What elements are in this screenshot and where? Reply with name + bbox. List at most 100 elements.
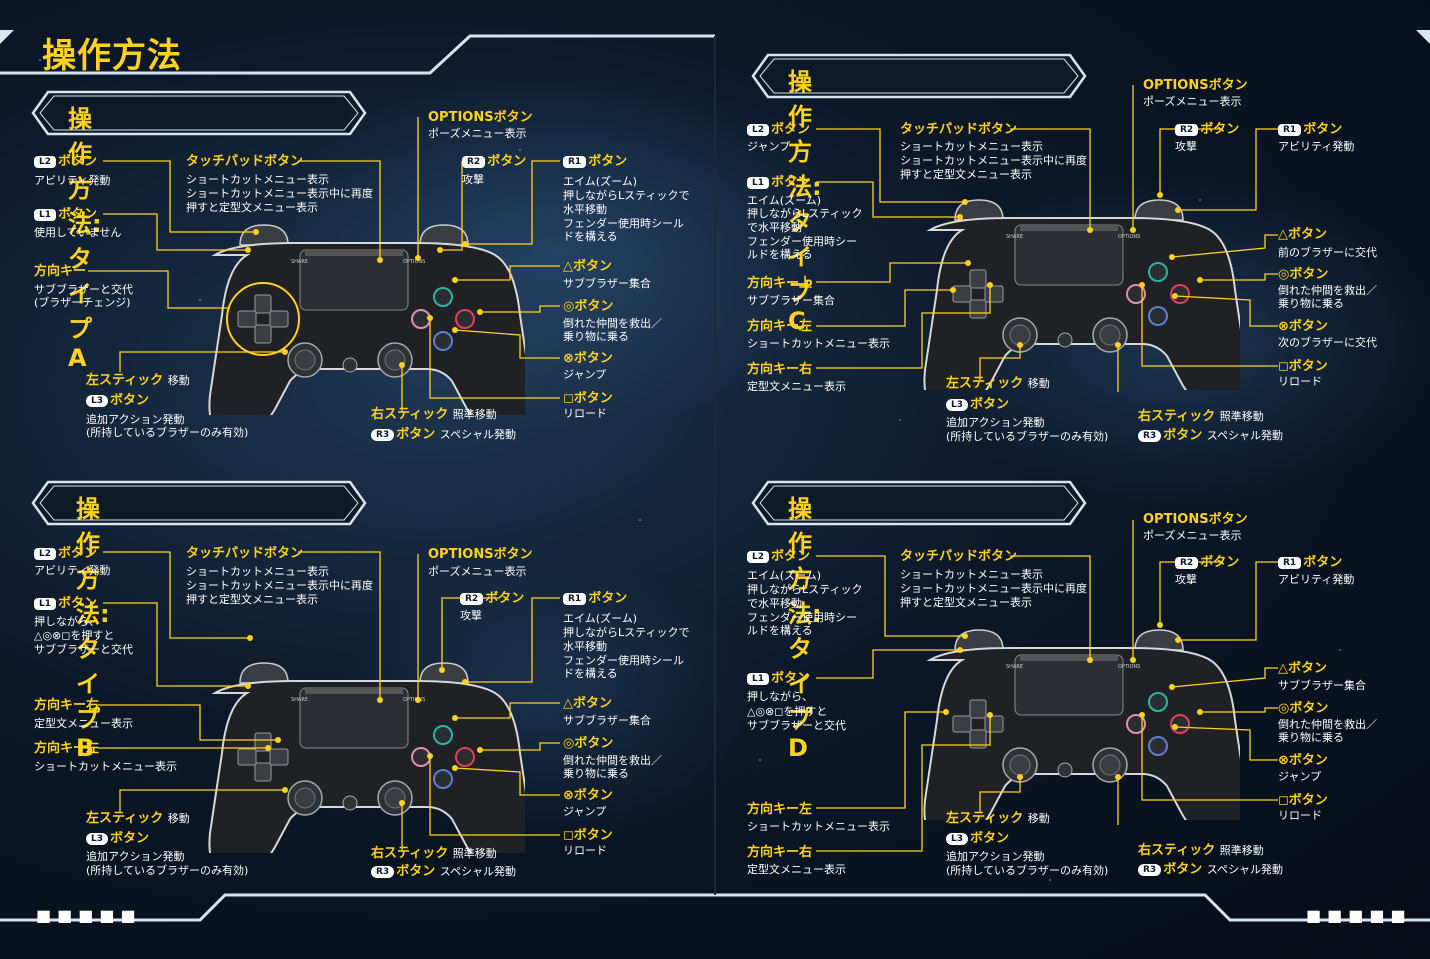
c-options-label: OPTIONSボタン (1143, 78, 1248, 93)
a-rstick-label: 右スティック 照準移動 (371, 407, 497, 422)
b-circle-label: ◎ボタン (563, 736, 614, 751)
d-r1-desc: アビリティ発動 (1278, 573, 1355, 586)
b-touchpad-desc2: ショートカットメニュー表示中に再度 (186, 579, 373, 592)
a-touchpad-desc3: 押すと定型文メニュー表示 (186, 201, 318, 214)
c-square-desc: リロード (1278, 375, 1322, 388)
c-cross-desc: 次のブラザーに交代 (1278, 336, 1377, 349)
b-r1-desc3: 水平移動 (563, 640, 607, 653)
a-touchpad-desc1: ショートカットメニュー表示 (186, 173, 329, 186)
a-triangle-label: △ボタン (563, 259, 612, 274)
d-l2-desc3: で水平移動 (747, 597, 802, 610)
c-l1-desc3: で水平移動 (747, 221, 802, 234)
a-r1-desc4: フェンダー使用時シール (563, 217, 684, 230)
d-touchpad-desc3: 押すと定型文メニュー表示 (900, 596, 1032, 609)
d-l1-desc1: 押しながら、 (747, 690, 813, 703)
a-circle-desc1: 倒れた仲間を救出／ (563, 317, 662, 330)
d-l2-desc2: 押しながらLスティック (747, 583, 863, 596)
c-dpad-right-label: 方向キー右 (747, 362, 813, 377)
footer-dots-right: ■■■■■ (1306, 906, 1412, 925)
d-l3-desc2: (所持しているブラザーのみ有効) (946, 864, 1109, 877)
c-touchpad-label: タッチパッドボタン (900, 122, 1018, 137)
d-l3-desc1: 追加アクション発動 (946, 850, 1045, 863)
a-circle-label: ◎ボタン (563, 299, 614, 314)
d-lstick-label: 左スティック 移動 (946, 811, 1050, 826)
c-triangle-desc: 前のブラザーに交代 (1278, 246, 1377, 259)
a-dpad-desc1: サブブラザーと交代 (34, 283, 133, 296)
c-lstick-label: 左スティック 移動 (946, 376, 1050, 391)
d-touchpad-label: タッチパッドボタン (900, 549, 1018, 564)
page-title: 操作方法 (42, 36, 182, 76)
d-options-label: OPTIONSボタン (1143, 512, 1248, 527)
b-touchpad-desc1: ショートカットメニュー表示 (186, 565, 329, 578)
b-l1-desc3: サブブラザーと交代 (34, 643, 133, 656)
c-options-desc: ポーズメニュー表示 (1143, 95, 1242, 108)
b-square-label: ◻ボタン (563, 828, 613, 843)
c-dpad-left-desc: ショートカットメニュー表示 (747, 337, 890, 350)
c-r2-desc: 攻撃 (1175, 140, 1197, 153)
c-dpad-right-desc: 定型文メニュー表示 (747, 380, 846, 393)
a-l3-desc1: 追加アクション発動 (86, 413, 185, 426)
d-triangle-desc: サブブラザー集合 (1278, 679, 1366, 692)
c-r1-desc: アビリティ発動 (1278, 140, 1355, 153)
c-touchpad-desc2: ショートカットメニュー表示中に再度 (900, 154, 1087, 167)
c-circle-desc1: 倒れた仲間を救出／ (1278, 284, 1377, 297)
b-options-label: OPTIONSボタン (428, 547, 533, 562)
c-l3-desc2: (所持しているブラザーのみ有効) (946, 430, 1109, 443)
c-cross-label: ⊗ボタン (1278, 319, 1328, 334)
a-square-label: ◻ボタン (563, 391, 613, 406)
b-touchpad-desc3: 押すと定型文メニュー表示 (186, 593, 318, 606)
a-dpad-label: 方向キー (34, 264, 87, 279)
a-lstick-label: 左スティック 移動 (86, 373, 190, 388)
d-dpad-left-label: 方向キー左 (747, 802, 813, 817)
a-l1-desc: 使用していません (34, 226, 122, 239)
c-square-label: ◻ボタン (1278, 359, 1328, 374)
a-cross-desc: ジャンプ (563, 368, 607, 381)
a-touchpad-desc2: ショートカットメニュー表示中に再度 (186, 187, 373, 200)
b-options-desc: ポーズメニュー表示 (428, 565, 527, 578)
d-dpad-right-label: 方向キー右 (747, 845, 813, 860)
a-options-label: OPTIONSボタン (428, 110, 533, 125)
b-r1-desc4: フェンダー使用時シール (563, 654, 684, 667)
d-l2-desc4: フェンダー使用時シー (747, 611, 857, 624)
d-cross-label: ⊗ボタン (1278, 753, 1328, 768)
b-l1-desc1: 押しながら、 (34, 615, 100, 628)
c-l1-desc4: フェンダー使用時シー (747, 235, 857, 248)
b-dpad-left-desc: ショートカットメニュー表示 (34, 760, 177, 773)
d-dpad-right-desc: 定型文メニュー表示 (747, 863, 846, 876)
d-l2-desc5: ルドを構える (747, 624, 813, 637)
d-triangle-label: △ボタン (1278, 661, 1327, 676)
b-dpad-right-label: 方向キー右 (34, 698, 100, 713)
c-dpad-up-label: 方向キー上 (747, 276, 813, 291)
b-triangle-desc: サブブラザー集合 (563, 714, 651, 727)
d-l2-desc1: エイム(ズーム) (747, 569, 822, 582)
c-l1-desc2: 押しながらLスティック (747, 207, 863, 220)
b-l2-desc: アビリティ発動 (34, 564, 111, 577)
d-circle-desc1: 倒れた仲間を救出／ (1278, 718, 1377, 731)
b-triangle-label: △ボタン (563, 696, 612, 711)
a-r1-desc5: ドを構える (563, 230, 618, 243)
a-square-desc: リロード (563, 407, 607, 420)
a-dpad-desc2: (ブラザーチェンジ) (34, 296, 131, 309)
b-l1-desc2: △◎⊗◻を押すと (34, 629, 115, 642)
a-r1-desc1: エイム(ズーム) (563, 175, 638, 188)
d-circle-label: ◎ボタン (1278, 701, 1329, 716)
a-r1-desc3: 水平移動 (563, 203, 607, 216)
b-dpad-left-label: 方向キー左 (34, 741, 100, 756)
c-dpad-left-label: 方向キー左 (747, 319, 813, 334)
